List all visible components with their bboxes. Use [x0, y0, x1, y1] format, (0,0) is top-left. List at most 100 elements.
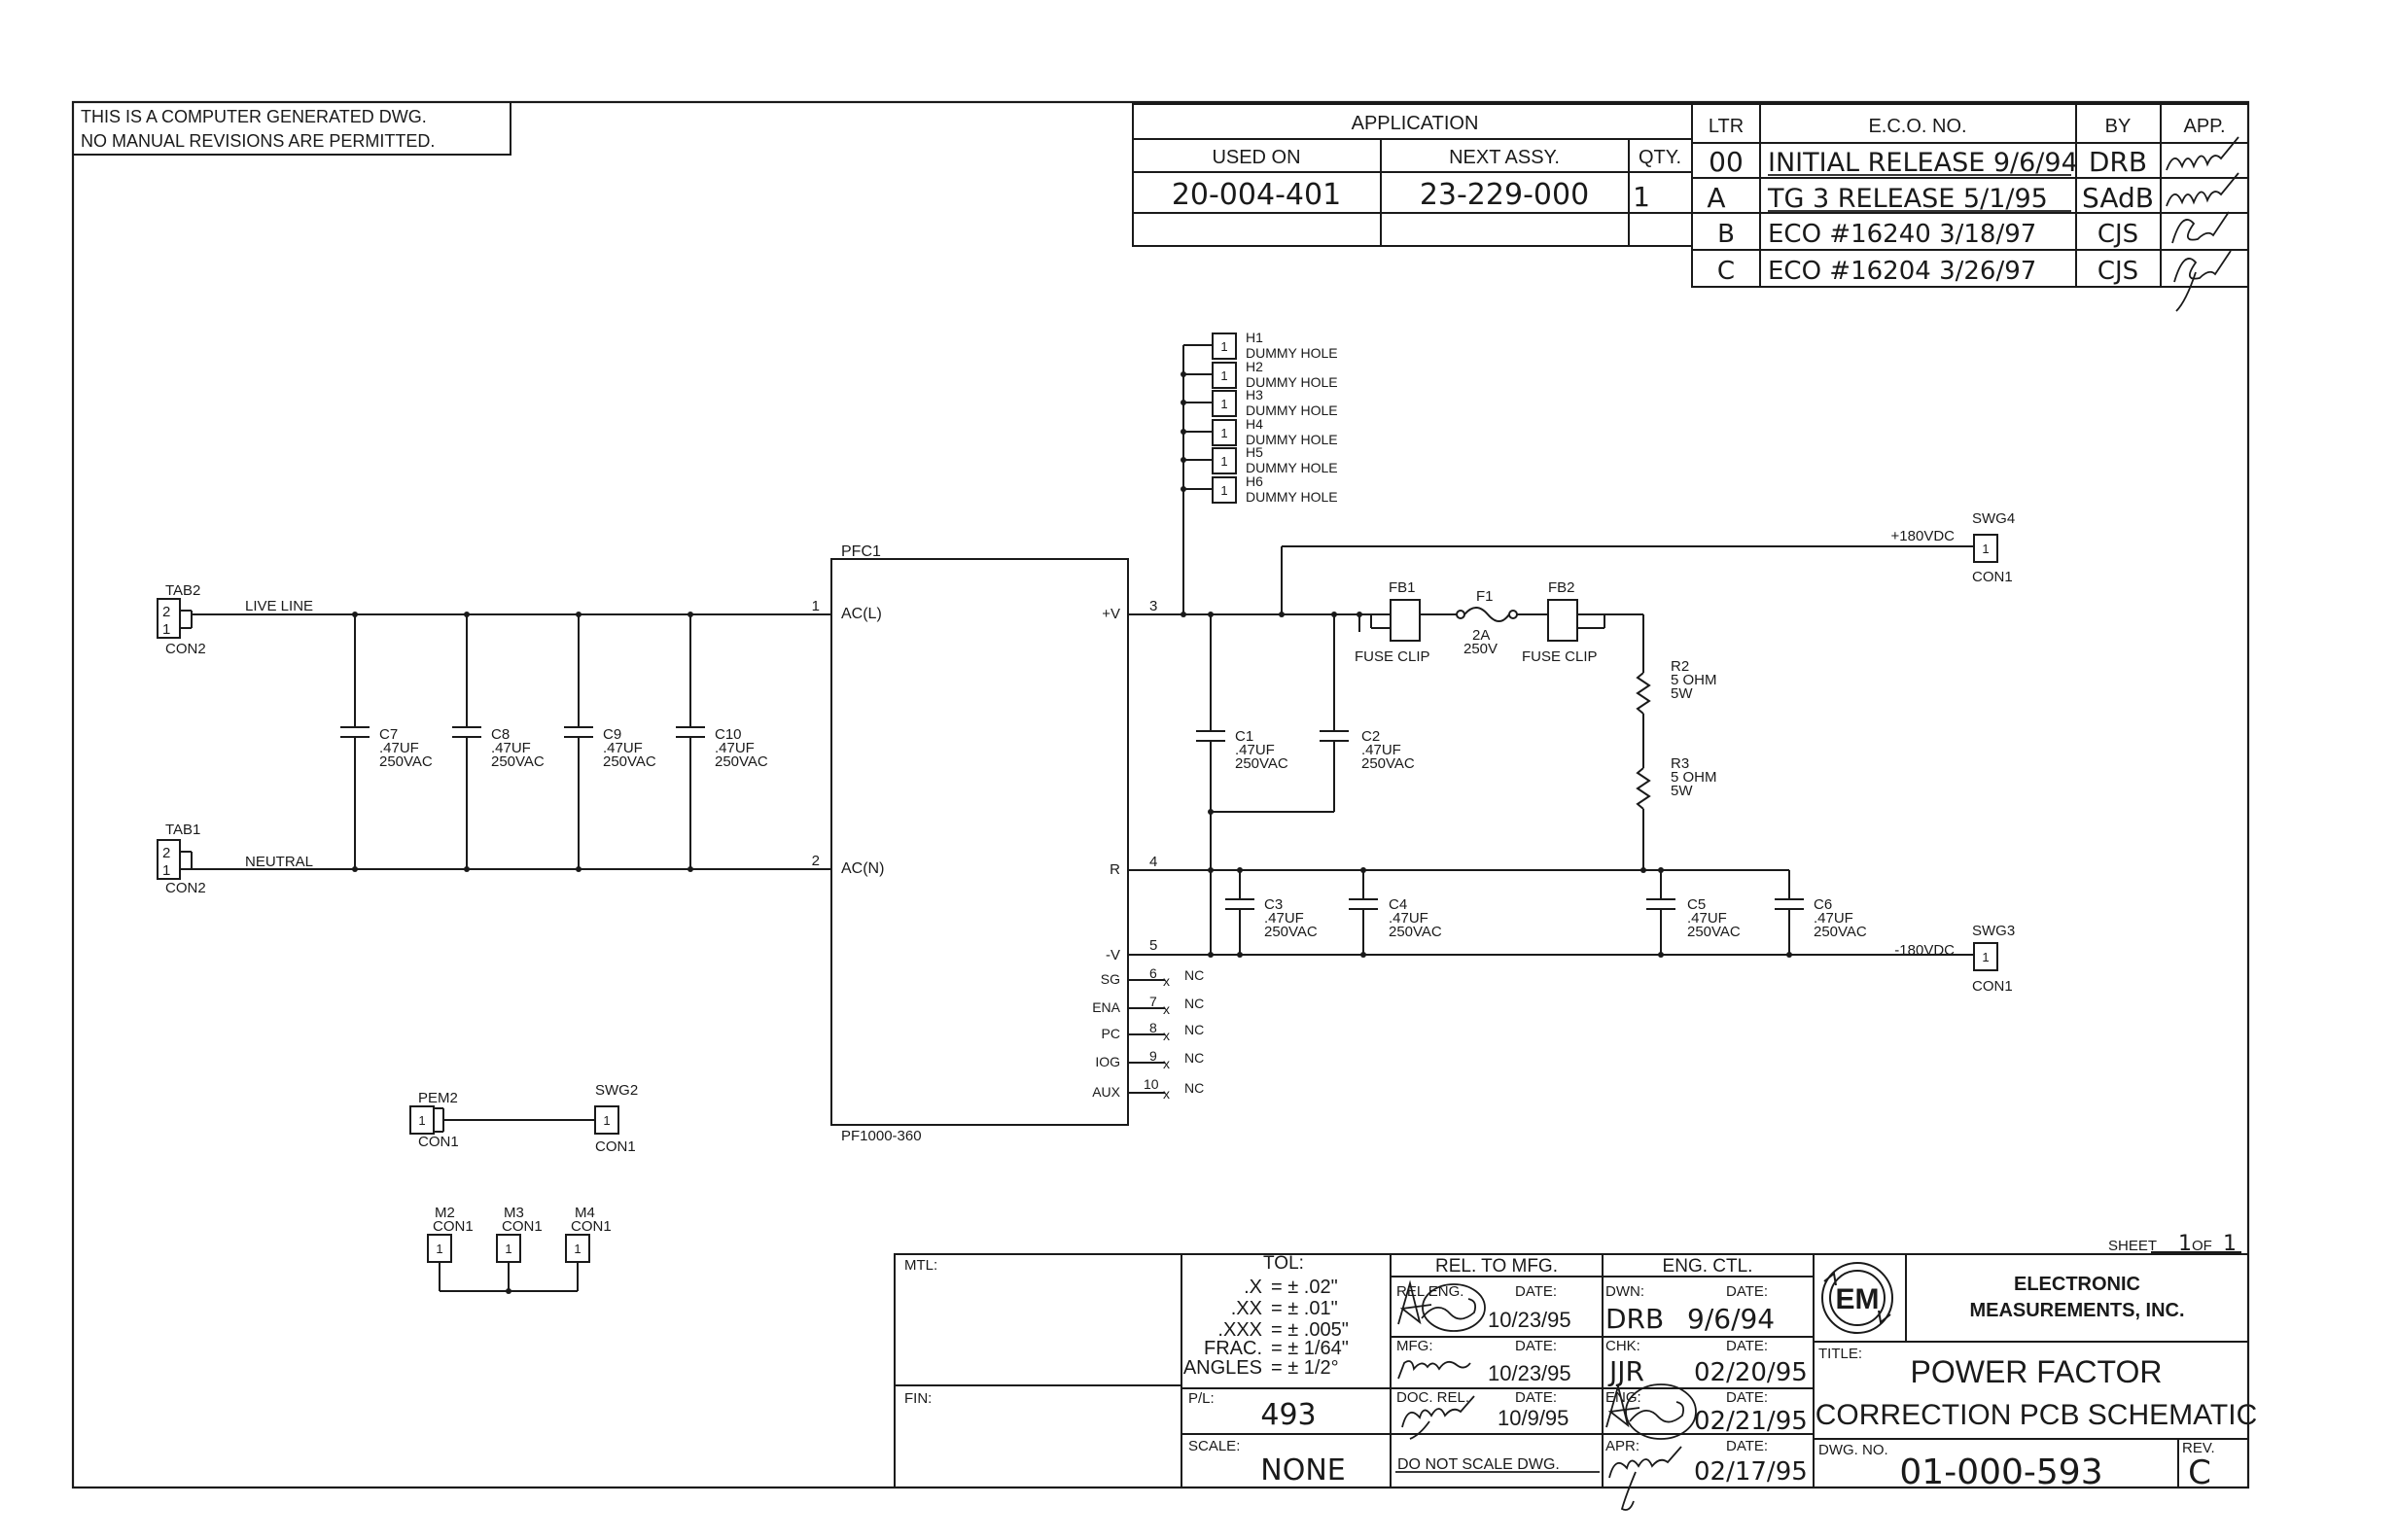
sheet-of: OF: [2192, 1238, 2212, 1254]
minus-180vdc-label: -180VDC: [1894, 942, 1955, 959]
cap-c3: C3 .47UF 250VAC: [1225, 867, 1318, 958]
fb2-desc: FUSE CLIP: [1522, 648, 1598, 665]
next-assy-label: NEXT ASSY.: [1449, 147, 1560, 168]
h1-pin: 1: [1220, 339, 1227, 354]
pfc-pin-5-name: -V: [1106, 947, 1120, 963]
pfc-pin-10-nc: NC: [1184, 1080, 1204, 1096]
mfg-signature: [1397, 1360, 1471, 1380]
c1-value: .47UF: [1235, 742, 1275, 758]
pem2-type: CON1: [418, 1134, 459, 1150]
c10-value: .47UF: [715, 740, 755, 756]
pfc-pin-6-nc: NC: [1184, 967, 1204, 983]
fuse-f1: F1 2A 250V: [1456, 588, 1548, 657]
h4-pin: 1: [1220, 426, 1227, 440]
apr-date-label: DATE:: [1726, 1438, 1768, 1454]
dwn-date: 9/6/94: [1687, 1303, 1775, 1335]
m2-ref: M2: [435, 1205, 455, 1221]
cap-c5: C5 .47UF 250VAC: [1646, 867, 1741, 958]
pfc-pin-6-name: SG: [1101, 971, 1120, 987]
pfc-pin-8-nc: NC: [1184, 1022, 1204, 1037]
h1-desc: DUMMY HOLE: [1246, 345, 1338, 361]
tol-angles-key: ANGLES: [1183, 1357, 1262, 1379]
m2-type: CON1: [433, 1218, 474, 1235]
tab1-pin-2: 2: [162, 845, 170, 861]
f1-ref: F1: [1476, 588, 1494, 605]
m2-pin: 1: [436, 1242, 442, 1256]
rev-eco-3: ECO #16204 3/26/97: [1768, 257, 2036, 286]
application-title: APPLICATION: [1352, 113, 1479, 134]
m3-pin: 1: [505, 1242, 511, 1256]
tol-label: TOL:: [1263, 1253, 1304, 1274]
m4-type: CON1: [571, 1218, 612, 1235]
pfc-pin-9-num: 9: [1149, 1048, 1157, 1064]
pfc-pin-1-name: AC(L): [841, 606, 882, 622]
drawing-title-line-1: POWER FACTOR: [1911, 1354, 2163, 1389]
h3-ref: H3: [1246, 387, 1263, 402]
rev-eco-2: ECO #16240 3/18/97: [1768, 220, 2036, 249]
do-not-scale-note: DO NOT SCALE DWG.: [1397, 1456, 1560, 1473]
h6-ref: H6: [1246, 473, 1263, 489]
eng-date-label: DATE:: [1726, 1389, 1768, 1406]
title-label: TITLE:: [1818, 1346, 1862, 1362]
pfc-pin-1-num: 1: [812, 598, 820, 614]
return-network: -180VDC C3 .47UF 250VAC C4 .47UF 250VAC …: [1208, 867, 1974, 959]
mounting-connectors: M2 CON1 1 M3 CON1 1 M4 CON1 1: [427, 1205, 612, 1294]
eng-signature: [1605, 1382, 1685, 1428]
tol-xx-value: = ± .01": [1271, 1298, 1338, 1319]
pfc-pin-7-name: ENA: [1092, 999, 1120, 1015]
swg4-type: CON1: [1972, 569, 2013, 585]
c5-rating: 250VAC: [1687, 924, 1741, 940]
sheet-total: 1: [2223, 1232, 2237, 1256]
m4-ref: M4: [575, 1205, 595, 1221]
rel-eng-date-label: DATE:: [1515, 1283, 1557, 1300]
h5-desc: DUMMY HOLE: [1246, 460, 1338, 475]
swg4-ref: SWG4: [1972, 510, 2015, 527]
dummy-holes: 1 H1 DUMMY HOLE 1 H2 DUMMY HOLE 1 H3 DUM…: [1181, 330, 1338, 617]
swg4-connector: SWG4 1 CON1: [1972, 510, 2015, 585]
tol-frac-key: FRAC.: [1204, 1338, 1262, 1359]
c7-value: .47UF: [379, 740, 419, 756]
rel-eng-date: 10/23/95: [1488, 1308, 1571, 1332]
c3-ref: C3: [1264, 896, 1283, 913]
rev-header-app: APP.: [2184, 116, 2226, 137]
apr-signature: [1608, 1446, 1682, 1511]
c2-rating: 250VAC: [1361, 755, 1415, 772]
m3-ref: M3: [504, 1205, 524, 1221]
c9-value: .47UF: [603, 740, 643, 756]
dwn-value: DRB: [1605, 1303, 1664, 1335]
r3-value: 5 OHM: [1671, 769, 1717, 786]
apr-date: 02/17/95: [1694, 1457, 1808, 1487]
pl-value: 493: [1260, 1398, 1316, 1432]
c8-rating: 250VAC: [491, 753, 545, 770]
pem2-ref: PEM2: [418, 1090, 458, 1106]
c2-ref: C2: [1361, 728, 1380, 745]
revision-table: LTR E.C.O. NO. BY APP. 00 INITIAL RELEAS…: [1691, 103, 2249, 312]
h3-pin: 1: [1220, 397, 1227, 411]
app-signature-0: [2166, 136, 2239, 171]
h3-desc: DUMMY HOLE: [1246, 402, 1338, 418]
fuse-clip-fb2: FB2 FUSE CLIP: [1522, 579, 1643, 665]
pfc-pin-4-name: R: [1110, 861, 1120, 878]
notice-box: THIS IS A COMPUTER GENERATED DWG. NO MAN…: [72, 101, 511, 156]
tab1-connector: TAB1 2 1 CON2 NEUTRAL: [157, 822, 313, 896]
rev-header-by: BY: [2105, 116, 2132, 137]
pfc-pin-3-num: 3: [1149, 598, 1157, 614]
pfc-module: PFC1 PF1000-360 1 AC(L) 2 AC(N) +V 3 R 4…: [812, 543, 1240, 1144]
cap-c7: C7 .47UF 250VAC: [340, 612, 433, 872]
cap-c4: C4 .47UF 250VAC: [1349, 867, 1442, 958]
pfc-pin-3-name: +V: [1102, 606, 1120, 622]
swg3-ref: SWG3: [1972, 923, 2015, 939]
fin-label: FIN:: [904, 1390, 932, 1407]
tab1-pin-1: 1: [162, 862, 170, 879]
scale-label: SCALE:: [1188, 1438, 1240, 1454]
hole-h1: 1 H1 DUMMY HOLE: [1183, 330, 1338, 361]
used-on-value: 20-004-401: [1172, 178, 1341, 212]
c4-value: .47UF: [1389, 910, 1428, 927]
rel-eng-signature-loop: [1422, 1283, 1486, 1332]
app-signature-3: [2173, 250, 2232, 312]
tol-x-key: .X: [1244, 1277, 1262, 1298]
tol-xxx-key: .XXX: [1217, 1319, 1262, 1341]
hole-h5: 1 H5 DUMMY HOLE: [1181, 444, 1338, 475]
chk-date: 02/20/95: [1694, 1358, 1808, 1387]
next-assy-value: 23-229-000: [1420, 178, 1589, 212]
